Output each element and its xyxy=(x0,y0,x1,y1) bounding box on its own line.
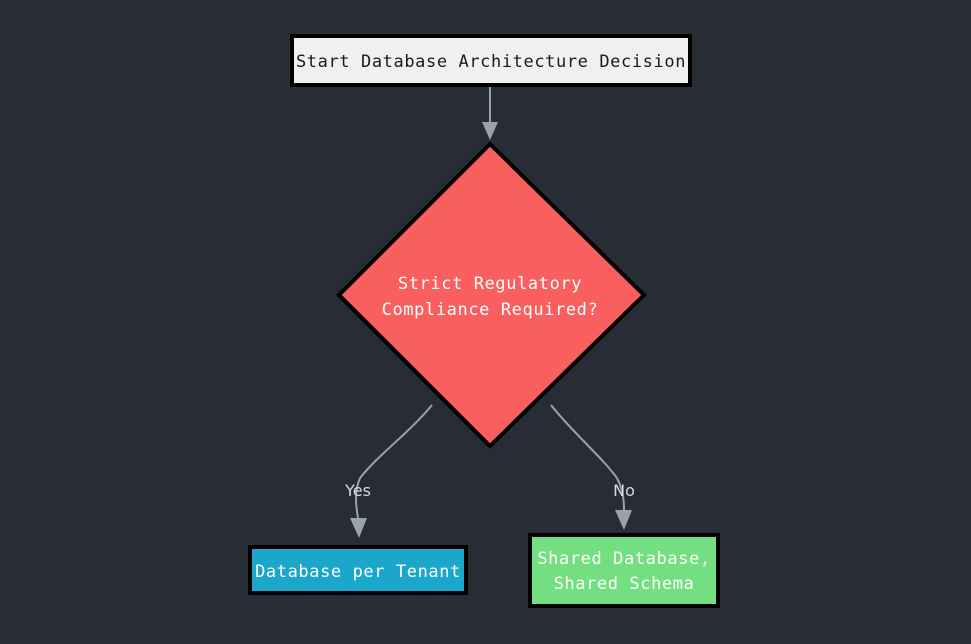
edge-start-to-decision xyxy=(482,87,498,140)
node-start-label: Start Database Architecture Decision xyxy=(296,52,686,72)
edge-label-no: No xyxy=(613,481,635,500)
edge-label-yes: Yes xyxy=(344,481,371,500)
node-start[interactable]: Start Database Architecture Decision xyxy=(290,34,692,87)
edge-line-lower xyxy=(616,477,625,511)
node-database-per-tenant-label: Database per Tenant xyxy=(255,562,461,582)
node-decision-shape[interactable] xyxy=(336,141,647,449)
edge-line xyxy=(550,404,618,479)
edge-line xyxy=(359,404,433,479)
node-shared-database-shared-schema-shape[interactable] xyxy=(528,533,720,608)
node-shared-database-label-line-1: Shared Database, xyxy=(537,549,710,569)
node-database-per-tenant[interactable]: Database per Tenant xyxy=(248,545,468,595)
arrow-head-icon xyxy=(615,510,632,530)
edge-line-lower xyxy=(355,477,361,519)
node-decision-label-line-2: Compliance Required? xyxy=(382,300,599,320)
arrow-head-icon xyxy=(482,122,498,140)
node-shared-database-label-line-2: Shared Schema xyxy=(554,574,695,594)
edge-decision-no: No xyxy=(550,404,635,530)
edge-decision-yes: Yes xyxy=(344,404,433,538)
node-decision-label-line-1: Strict Regulatory xyxy=(398,274,582,294)
node-database-per-tenant-shape[interactable] xyxy=(248,545,468,595)
node-shared-database-shared-schema[interactable]: Shared Database, Shared Schema xyxy=(528,533,720,608)
node-decision[interactable]: Strict Regulatory Compliance Required? xyxy=(336,141,647,449)
arrow-head-icon xyxy=(350,518,367,538)
node-start-shape[interactable] xyxy=(290,34,692,87)
